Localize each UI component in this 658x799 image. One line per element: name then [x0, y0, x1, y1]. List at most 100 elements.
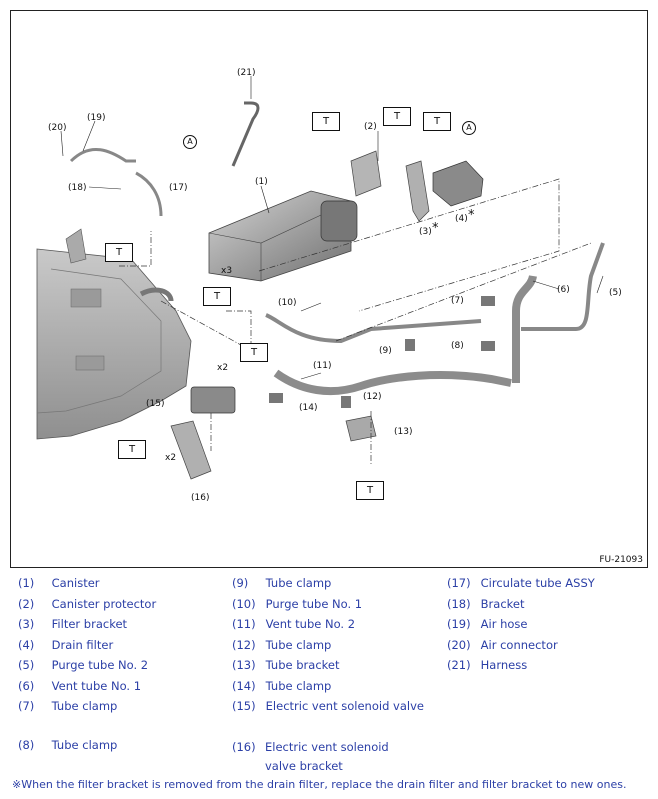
filter-bracket: [405, 160, 430, 222]
legend-num: (21): [447, 658, 471, 672]
torque-box: T: [312, 112, 340, 131]
callout-9: (9): [379, 346, 392, 356]
callout-16: (16): [191, 493, 210, 503]
solenoid-valve: [190, 386, 236, 414]
legend-label: Electric vent solenoid valve bracket: [265, 740, 389, 773]
legend-label: Purge tube No. 1: [265, 597, 363, 611]
callout-10: (10): [278, 298, 297, 308]
legend-label: Vent tube No. 2: [265, 617, 356, 631]
torque-box: T: [423, 112, 451, 131]
torque-box: T: [356, 481, 384, 500]
qty-x3: x3: [221, 266, 233, 276]
callout-14: (14): [299, 403, 318, 413]
legend-item: (7) Tube clamp: [18, 699, 117, 713]
legend-item: (21) Harness: [447, 658, 527, 672]
clamp-7-shape: [481, 296, 495, 306]
parts-legend: (1) Canister (2) Canister protector (3) …: [10, 570, 650, 780]
callout-6: (6): [557, 285, 570, 295]
canister: [208, 190, 358, 282]
ref-a-marker: A: [183, 135, 197, 149]
callout-7: (7): [451, 296, 464, 306]
legend-label: Air connector: [480, 638, 558, 652]
purge-tube-1: [265, 313, 482, 344]
clamp-9-shape: [405, 339, 415, 351]
canister-protector: [350, 150, 382, 197]
legend-item: (17) Circulate tube ASSY: [447, 576, 595, 590]
qty-x2-bottom: x2: [165, 453, 177, 463]
legend-item: (1) Canister: [18, 576, 100, 590]
clamp-12-shape: [341, 396, 351, 408]
legend-label: Canister: [51, 576, 100, 590]
callout-8: (8): [451, 341, 464, 351]
legend-label: Filter bracket: [51, 617, 128, 631]
legend-num: (6): [18, 679, 35, 693]
torque-box: T: [383, 107, 411, 126]
callout-leaders: [60, 76, 604, 380]
air-hose: [69, 147, 136, 163]
legend-item: (13) Tube bracket: [232, 658, 340, 672]
legend-label: Drain filter: [51, 638, 114, 652]
legend-label: Tube clamp: [51, 699, 118, 713]
legend-label: Canister protector: [51, 597, 157, 611]
diagram-drawing: [36, 76, 605, 480]
legend-num: (11): [232, 617, 256, 631]
legend-label: Purge tube No. 2: [51, 658, 149, 672]
exploded-diagram: (1) (2) (3) (4) (5) (6) (7) (8) (9) (10)…: [10, 10, 648, 568]
callout-18: (18): [68, 183, 87, 193]
legend-item: (8) Tube clamp: [18, 738, 117, 752]
fuel-tank: [36, 228, 192, 440]
torque-box: T: [203, 287, 231, 306]
ref-a-marker: A: [462, 121, 476, 135]
legend-num: (14): [232, 679, 256, 693]
callout-11: (11): [313, 361, 332, 371]
legend-label: Harness: [480, 658, 528, 672]
legend-num: (4): [18, 638, 35, 652]
tube-bracket: [345, 415, 377, 442]
legend-label: Vent tube No. 1: [51, 679, 142, 693]
torque-box: T: [105, 243, 133, 262]
vent-tube-2: [273, 369, 512, 396]
legend-num: (8): [18, 738, 35, 752]
legend-item: (15) Electric vent solenoid valve: [232, 699, 424, 713]
callout-21: (21): [237, 68, 256, 78]
legend-item: (3) Filter bracket: [18, 617, 127, 631]
callout-3: (3): [419, 227, 432, 237]
legend-item: (5) Purge tube No. 2: [18, 658, 148, 672]
legend-item: (11) Vent tube No. 2: [232, 617, 355, 631]
callout-12: (12): [363, 392, 382, 402]
legend-num: (12): [232, 638, 256, 652]
figure-id: FU-21093: [599, 555, 643, 565]
callout-15: (15): [146, 399, 165, 409]
legend-num: (18): [447, 597, 471, 611]
clamp-8-shape: [481, 341, 495, 351]
circulate-tube: [135, 171, 163, 217]
callout-5: (5): [609, 288, 622, 298]
torque-box: T: [118, 440, 146, 459]
drain-filter: [432, 160, 484, 207]
legend-num: (9): [232, 576, 249, 590]
legend-item: (10) Purge tube No. 1: [232, 597, 362, 611]
legend-item: (14) Tube clamp: [232, 679, 331, 693]
legend-item: (9) Tube clamp: [232, 576, 331, 590]
legend-label: Tube clamp: [265, 679, 332, 693]
legend-num: (13): [232, 658, 256, 672]
legend-item: (20) Air connector: [447, 638, 558, 652]
legend-item: (2) Canister protector: [18, 597, 156, 611]
legend-label: Bracket: [480, 597, 525, 611]
legend-num: (20): [447, 638, 471, 652]
legend-num: (17): [447, 576, 471, 590]
legend-item: (16)Electric vent solenoid valve bracket: [232, 738, 422, 776]
vent-tube-1: [512, 274, 537, 383]
leader-lines: [119, 178, 592, 466]
legend-num: (5): [18, 658, 35, 672]
callout-19: (19): [87, 113, 106, 123]
legend-item: (18) Bracket: [447, 597, 524, 611]
asterisk-3: *: [432, 221, 439, 236]
replacement-note: ※When the filter bracket is removed from…: [12, 778, 627, 791]
qty-x2-top: x2: [217, 363, 229, 373]
callout-1: (1): [255, 177, 268, 187]
legend-num: (2): [18, 597, 35, 611]
asterisk-4: *: [468, 208, 475, 223]
callout-17: (17): [169, 183, 188, 193]
callout-20: (20): [48, 123, 67, 133]
